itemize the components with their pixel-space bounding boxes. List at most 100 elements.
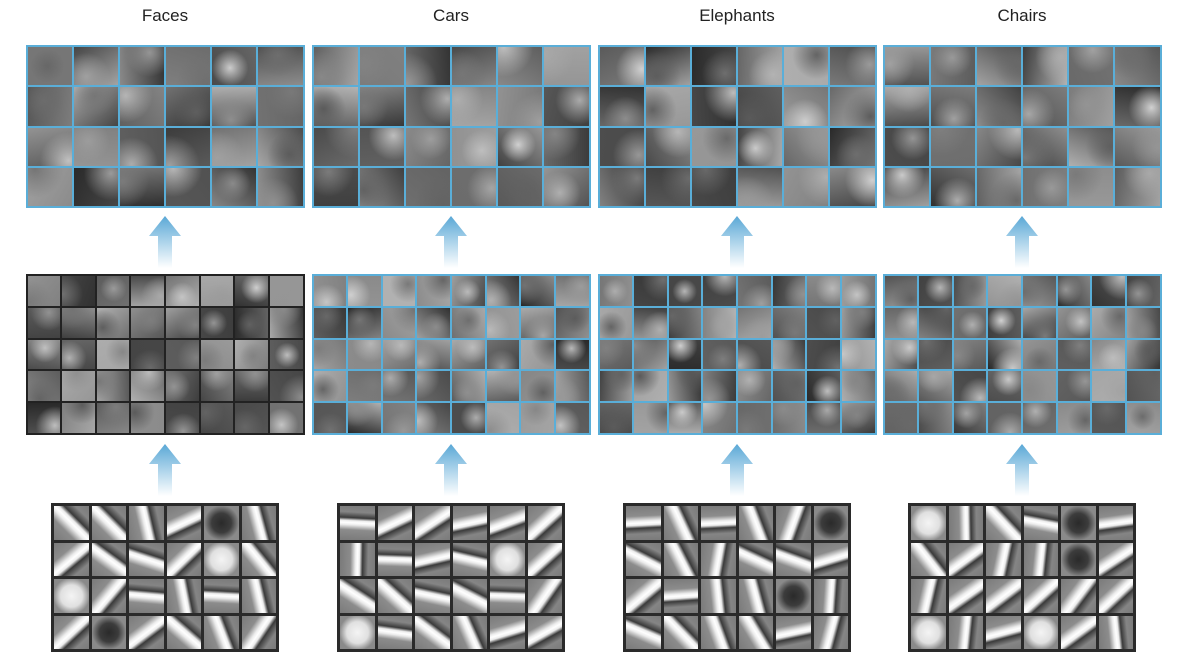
edge-filter-tile bbox=[813, 579, 848, 613]
edge-filter-tile bbox=[1023, 615, 1058, 649]
object-image-tile bbox=[830, 167, 875, 206]
object-image-tile bbox=[27, 47, 72, 86]
arrow-up-icon bbox=[1006, 444, 1038, 496]
edge-filter-tile bbox=[377, 615, 412, 649]
object-part-tile bbox=[1126, 339, 1160, 370]
object-part-tile bbox=[348, 371, 381, 402]
arrow-up-shape bbox=[149, 216, 181, 268]
object-part-tile bbox=[131, 339, 164, 370]
object-image-tile bbox=[73, 87, 118, 126]
edge-filter-tile bbox=[241, 579, 276, 613]
object-part-tile bbox=[348, 307, 381, 338]
arrow-up-shape bbox=[721, 444, 753, 496]
object-part-tile bbox=[96, 371, 130, 402]
object-image-tile bbox=[1023, 167, 1068, 206]
object-image-tile bbox=[1115, 87, 1160, 126]
edge-filter-tile bbox=[986, 542, 1021, 576]
edge-filter-tile bbox=[701, 542, 736, 576]
edge-filter-tile bbox=[166, 615, 201, 649]
object-image-tile bbox=[1069, 127, 1114, 166]
object-image-tile bbox=[976, 167, 1021, 206]
object-image-tile bbox=[738, 47, 783, 86]
object-part-tile bbox=[200, 276, 234, 306]
object-image-tile bbox=[884, 167, 929, 206]
object-part-tile bbox=[235, 276, 268, 306]
object-part-tile bbox=[417, 276, 450, 306]
object-image-tile bbox=[976, 127, 1021, 166]
object-image-tile bbox=[738, 167, 783, 206]
object-part-tile bbox=[200, 339, 234, 370]
object-part-tile bbox=[486, 307, 520, 338]
object-part-tile bbox=[166, 307, 199, 338]
edge-filter-tile bbox=[1061, 615, 1096, 649]
edge-filter-tile bbox=[776, 615, 811, 649]
object-part-tile bbox=[634, 307, 667, 338]
edge-filter-tile bbox=[91, 579, 126, 613]
edge-filter-tile bbox=[948, 615, 983, 649]
object-image-tile bbox=[830, 87, 875, 126]
object-part-tile bbox=[452, 403, 485, 433]
object-image-tile bbox=[1023, 47, 1068, 86]
object-image-tile bbox=[405, 127, 450, 166]
object-image-tile bbox=[544, 127, 589, 166]
arrow-up-icon bbox=[435, 444, 467, 496]
edge-filter-tile bbox=[1023, 506, 1058, 540]
object-part-tile bbox=[382, 307, 416, 338]
edge-filter-tile bbox=[204, 615, 239, 649]
edge-filter-tile bbox=[911, 615, 946, 649]
object-part-tile bbox=[1057, 307, 1091, 338]
object-image-tile bbox=[359, 127, 404, 166]
object-part-tile bbox=[382, 276, 416, 306]
object-part-tile bbox=[269, 339, 303, 370]
edge-filter-tile bbox=[166, 542, 201, 576]
object-part-tile bbox=[1126, 371, 1160, 402]
object-image-tile bbox=[119, 127, 164, 166]
object-part-tile bbox=[27, 371, 61, 402]
object-image-tile bbox=[119, 87, 164, 126]
object-part-tile bbox=[953, 307, 987, 338]
object-image-tile bbox=[452, 167, 497, 206]
edge-filter-tile bbox=[738, 506, 773, 540]
edge-filter-tile bbox=[54, 615, 89, 649]
object-part-tile bbox=[382, 339, 416, 370]
object-part-tile bbox=[486, 339, 520, 370]
object-part-tile bbox=[131, 371, 164, 402]
object-image-tile bbox=[784, 87, 829, 126]
edge-filter-tile bbox=[1023, 542, 1058, 576]
object-part-tile bbox=[1023, 307, 1056, 338]
object-part-tile bbox=[96, 339, 130, 370]
object-image-tile bbox=[645, 167, 690, 206]
object-part-tile bbox=[486, 371, 520, 402]
object-part-tile bbox=[1057, 403, 1091, 433]
object-image-tile bbox=[544, 167, 589, 206]
edge-filter-tile bbox=[701, 506, 736, 540]
object-image-tile bbox=[784, 47, 829, 86]
object-image-tile bbox=[830, 47, 875, 86]
object-part-tile bbox=[1092, 371, 1125, 402]
object-part-tile bbox=[96, 403, 130, 433]
arrow-up-icon bbox=[721, 444, 753, 496]
edge-filter-tile bbox=[738, 579, 773, 613]
object-part-tile bbox=[62, 339, 95, 370]
object-part-tile bbox=[807, 403, 840, 433]
edge-filter-tile bbox=[1098, 615, 1133, 649]
object-part-tile bbox=[738, 339, 771, 370]
object-part-tile bbox=[1057, 371, 1091, 402]
object-part-tile bbox=[313, 371, 347, 402]
edge-filter-tile bbox=[415, 542, 450, 576]
object-part-tile bbox=[1126, 403, 1160, 433]
object-part-tile bbox=[166, 276, 199, 306]
object-image-tile bbox=[930, 167, 975, 206]
edge-filter-tile bbox=[129, 506, 164, 540]
object-image-tile bbox=[930, 47, 975, 86]
edge-filter-tile bbox=[490, 615, 525, 649]
object-part-tile bbox=[521, 307, 554, 338]
object-part-tile bbox=[521, 276, 554, 306]
object-part-tile bbox=[884, 371, 918, 402]
arrow-up-shape bbox=[149, 444, 181, 496]
edge-filter-tile bbox=[340, 579, 375, 613]
edge-filter-tile bbox=[527, 615, 562, 649]
object-part-tile bbox=[599, 339, 633, 370]
object-part-tile bbox=[269, 307, 303, 338]
object-part-tile bbox=[521, 403, 554, 433]
